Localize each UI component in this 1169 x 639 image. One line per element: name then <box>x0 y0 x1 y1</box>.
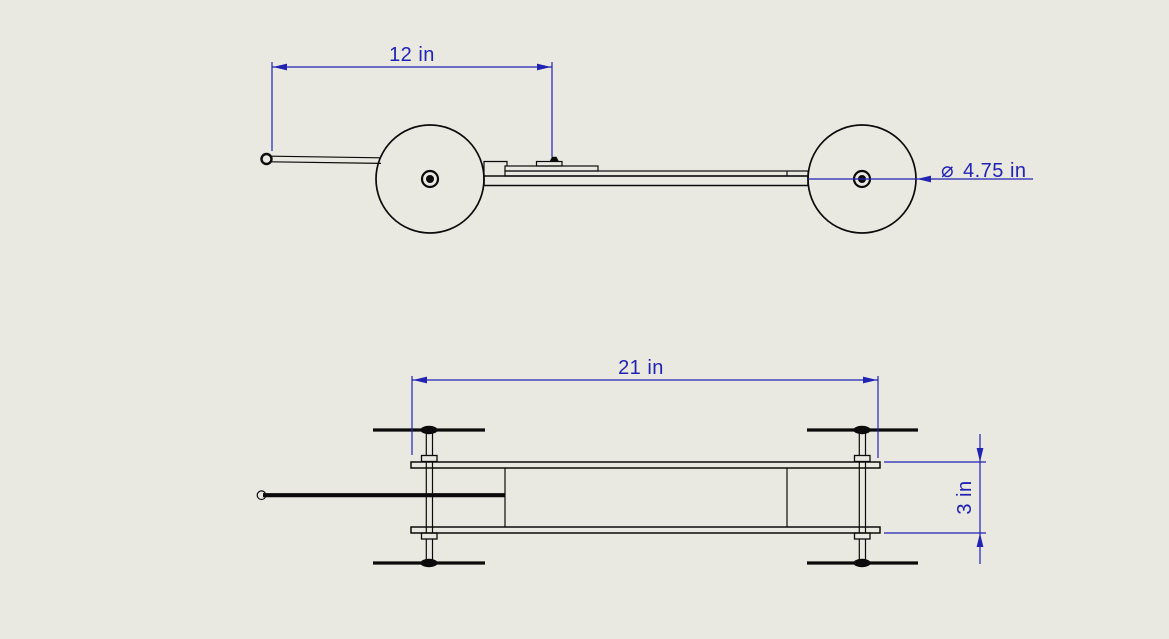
front-crossbar-edge[interactable] <box>483 160 508 177</box>
arrowhead-top-icon <box>976 448 984 462</box>
diameter-symbol-icon: ⌀ <box>941 159 954 182</box>
dimension-21in[interactable]: 21 in <box>411 357 879 458</box>
dimension-label-3in[interactable]: 3 in <box>954 480 976 514</box>
trigger-nub <box>549 156 559 162</box>
arrowhead-right-icon <box>863 376 877 384</box>
hub-top-left <box>420 425 438 435</box>
collar-rear-right <box>853 532 871 540</box>
side-view: 12 in ⌀ 4.75 in <box>260 44 1033 234</box>
mount-plate[interactable] <box>504 165 599 172</box>
hub-bottom-left <box>420 558 438 568</box>
arrowhead-left-icon <box>273 63 287 71</box>
right-axle[interactable] <box>858 432 867 561</box>
top-view: 21 in 3 in <box>256 357 986 568</box>
arrowhead-right-icon <box>537 63 551 71</box>
collar-front-left <box>420 454 438 463</box>
left-wheel-side[interactable] <box>375 124 485 234</box>
main-rail-side[interactable] <box>483 175 809 187</box>
arrowhead-bottom-icon <box>976 533 984 547</box>
collar-rear-left <box>420 532 438 540</box>
arrowhead-left-icon <box>413 376 427 384</box>
left-axle-dot <box>426 175 434 183</box>
lever-hook[interactable] <box>260 152 273 166</box>
dimension-label-12in[interactable]: 12 in <box>389 44 435 66</box>
chassis-rail-lower[interactable] <box>410 526 881 534</box>
arrowhead-icon <box>917 175 931 183</box>
dimension-12in[interactable]: 12 in <box>271 44 553 157</box>
collar-front-right <box>853 454 871 463</box>
left-hub-ring <box>420 169 440 189</box>
hub-top-right <box>853 425 871 435</box>
hub-bottom-right <box>853 558 871 568</box>
dimension-label-21in[interactable]: 21 in <box>618 357 664 379</box>
dimension-wheel-diameter[interactable]: ⌀ 4.75 in <box>808 159 1033 183</box>
lever-arm-side[interactable] <box>270 155 382 164</box>
dimension-label-diameter[interactable]: ⌀ 4.75 in <box>941 159 1027 182</box>
trigger-bracket[interactable] <box>535 160 563 167</box>
chassis-rail-upper[interactable] <box>410 461 881 469</box>
dimension-3in[interactable]: 3 in <box>884 434 986 564</box>
